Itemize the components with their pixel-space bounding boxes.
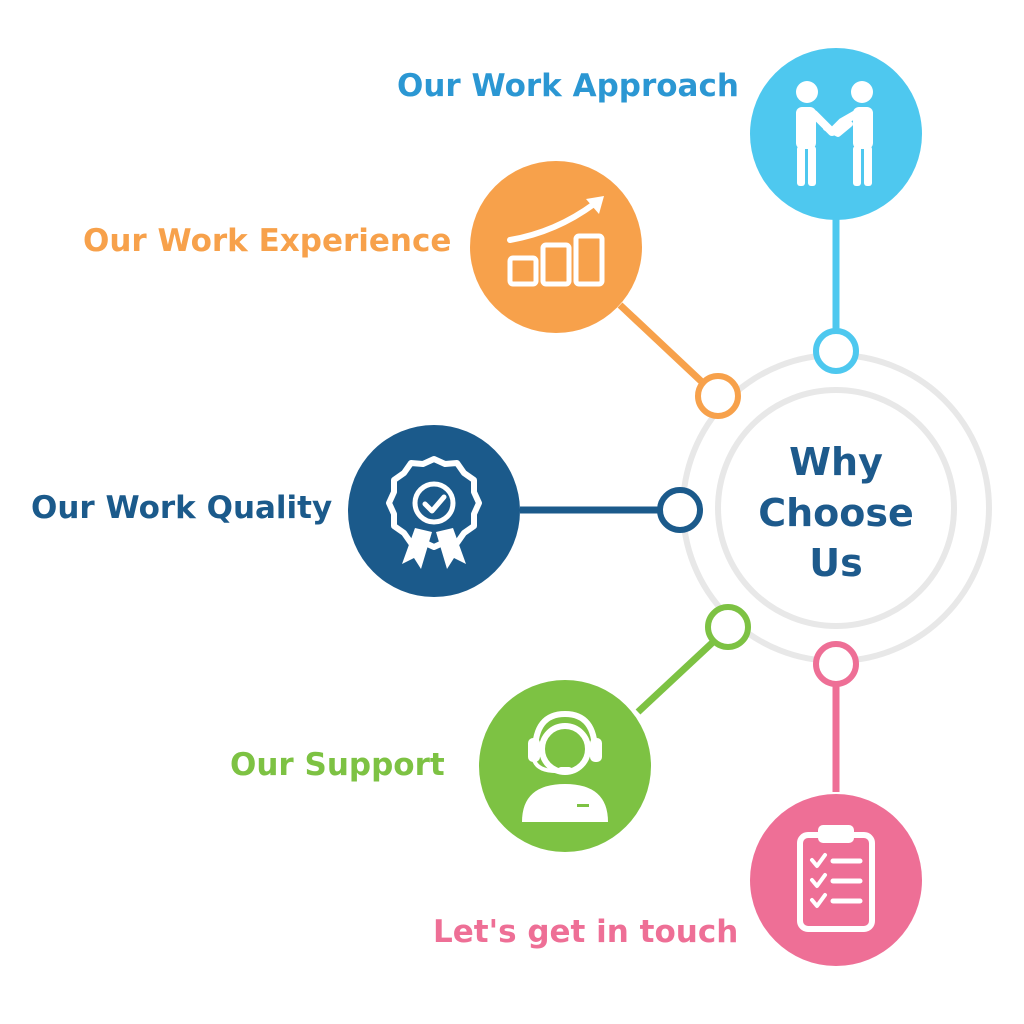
node-touch [750, 794, 922, 966]
connector-approach [813, 218, 859, 374]
hub-title-line-1: Why [789, 440, 883, 484]
connector-quality [520, 487, 703, 533]
label-our-work-quality: Our Work Quality [31, 490, 333, 526]
hub-inner-ring [715, 387, 957, 629]
node-support [479, 680, 651, 852]
support-agent-icon [522, 710, 608, 822]
label-our-work-approach: Our Work Approach [397, 68, 739, 104]
clipboard-checklist-icon [797, 825, 875, 932]
growth-chart-icon [507, 196, 605, 287]
hub-title-line-2: Choose [758, 491, 914, 535]
connector-touch [813, 641, 859, 792]
node-approach [750, 48, 922, 220]
quality-badge-icon [386, 456, 482, 569]
label-our-support: Our Support [230, 747, 445, 783]
label-our-work-experience: Our Work Experience [83, 223, 452, 259]
node-quality [348, 425, 520, 597]
label-lets-get-in-touch: Let's get in touch [433, 914, 739, 950]
node-experience [470, 161, 642, 333]
hub-title-line-3: Us [809, 541, 863, 585]
handshake-icon [796, 81, 873, 186]
connector-support [635, 604, 751, 715]
connector-experience [617, 302, 741, 419]
